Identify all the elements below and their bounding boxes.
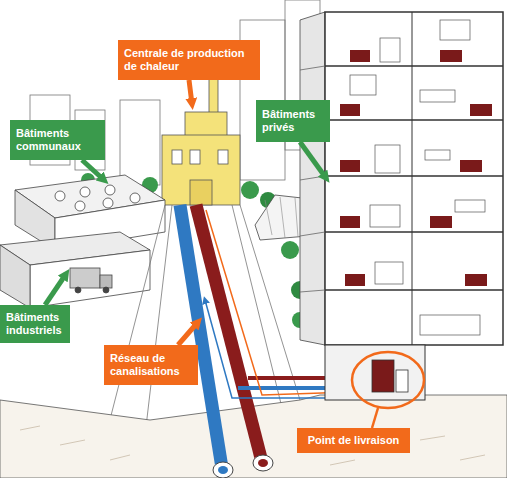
callout-text: Centrale de production de chaleur <box>124 47 254 73</box>
pipe-core <box>258 459 268 467</box>
truck-cab <box>100 275 112 288</box>
apartment-building <box>300 12 503 400</box>
window <box>440 20 470 40</box>
truck-wheel <box>103 287 109 293</box>
furniture <box>350 20 485 335</box>
tree <box>241 181 259 199</box>
callout-box: Centrale de production de chaleur <box>118 40 260 80</box>
industrial-side <box>0 245 30 308</box>
callout-box: Bâtiments industriels <box>0 305 70 343</box>
leader-arrow <box>300 142 326 178</box>
leader-arrow <box>45 274 66 305</box>
kitchen <box>370 205 400 227</box>
callout-box: Bâtiments communaux <box>10 120 105 160</box>
callout-text: Bâtiments privés <box>262 108 324 134</box>
truck-cargo <box>70 268 100 288</box>
radiator <box>340 216 360 228</box>
building-section <box>325 12 503 345</box>
street-edge <box>240 205 300 400</box>
roof-dome <box>105 185 115 195</box>
radiator <box>345 274 365 286</box>
industrial-buildings <box>0 232 150 308</box>
radiator <box>440 50 462 62</box>
shelf <box>375 145 400 173</box>
pipe-section <box>253 455 273 471</box>
roof-dome <box>75 201 85 211</box>
callout-text: Bâtiments communaux <box>16 127 99 153</box>
table <box>425 150 450 160</box>
leader-arrow <box>178 322 198 345</box>
leader-arrow <box>189 80 192 104</box>
plant-window <box>218 150 228 164</box>
supply-pipe <box>196 205 262 462</box>
plant-door <box>190 180 212 205</box>
roof-dome <box>55 191 65 201</box>
callout-text: Point de livraison <box>303 434 404 447</box>
radiator <box>460 160 482 172</box>
radiator <box>340 160 360 172</box>
callout-text: Bâtiments industriels <box>6 311 64 337</box>
radiator <box>340 104 360 116</box>
callout-text: Réseau de canalisations <box>110 352 192 378</box>
building-facade <box>300 12 325 345</box>
pipe-core <box>218 466 228 474</box>
floor-slab <box>325 66 503 290</box>
city-block <box>120 100 160 185</box>
plant-building <box>162 135 240 205</box>
callout-box: Point de livraison <box>297 428 410 453</box>
leader-line <box>372 408 378 428</box>
roof-dome <box>130 193 140 203</box>
radiator <box>430 216 452 228</box>
cabinet <box>375 262 403 284</box>
roof-dome <box>80 187 90 197</box>
plant-window <box>172 150 182 164</box>
leader-arrow <box>82 160 104 180</box>
radiator <box>470 104 492 116</box>
bed <box>420 315 480 335</box>
industrial-front <box>30 250 150 308</box>
pipe-section <box>213 462 233 478</box>
truck-wheel <box>75 287 81 293</box>
roof-dome <box>103 198 113 208</box>
bed <box>455 200 485 212</box>
radiator <box>465 274 487 286</box>
plant-window <box>190 150 200 164</box>
radiator <box>350 50 370 62</box>
room-wall <box>412 12 413 345</box>
callout-box: Bâtiments privés <box>256 100 330 142</box>
substation <box>372 360 394 392</box>
radiators <box>340 50 492 286</box>
callout-box: Réseau de canalisations <box>104 345 198 385</box>
sofa <box>420 90 455 102</box>
highlight-ellipse <box>352 352 424 408</box>
cupboard <box>380 38 400 62</box>
tree <box>281 241 299 259</box>
heat-exchanger <box>396 370 408 392</box>
window <box>350 75 376 95</box>
